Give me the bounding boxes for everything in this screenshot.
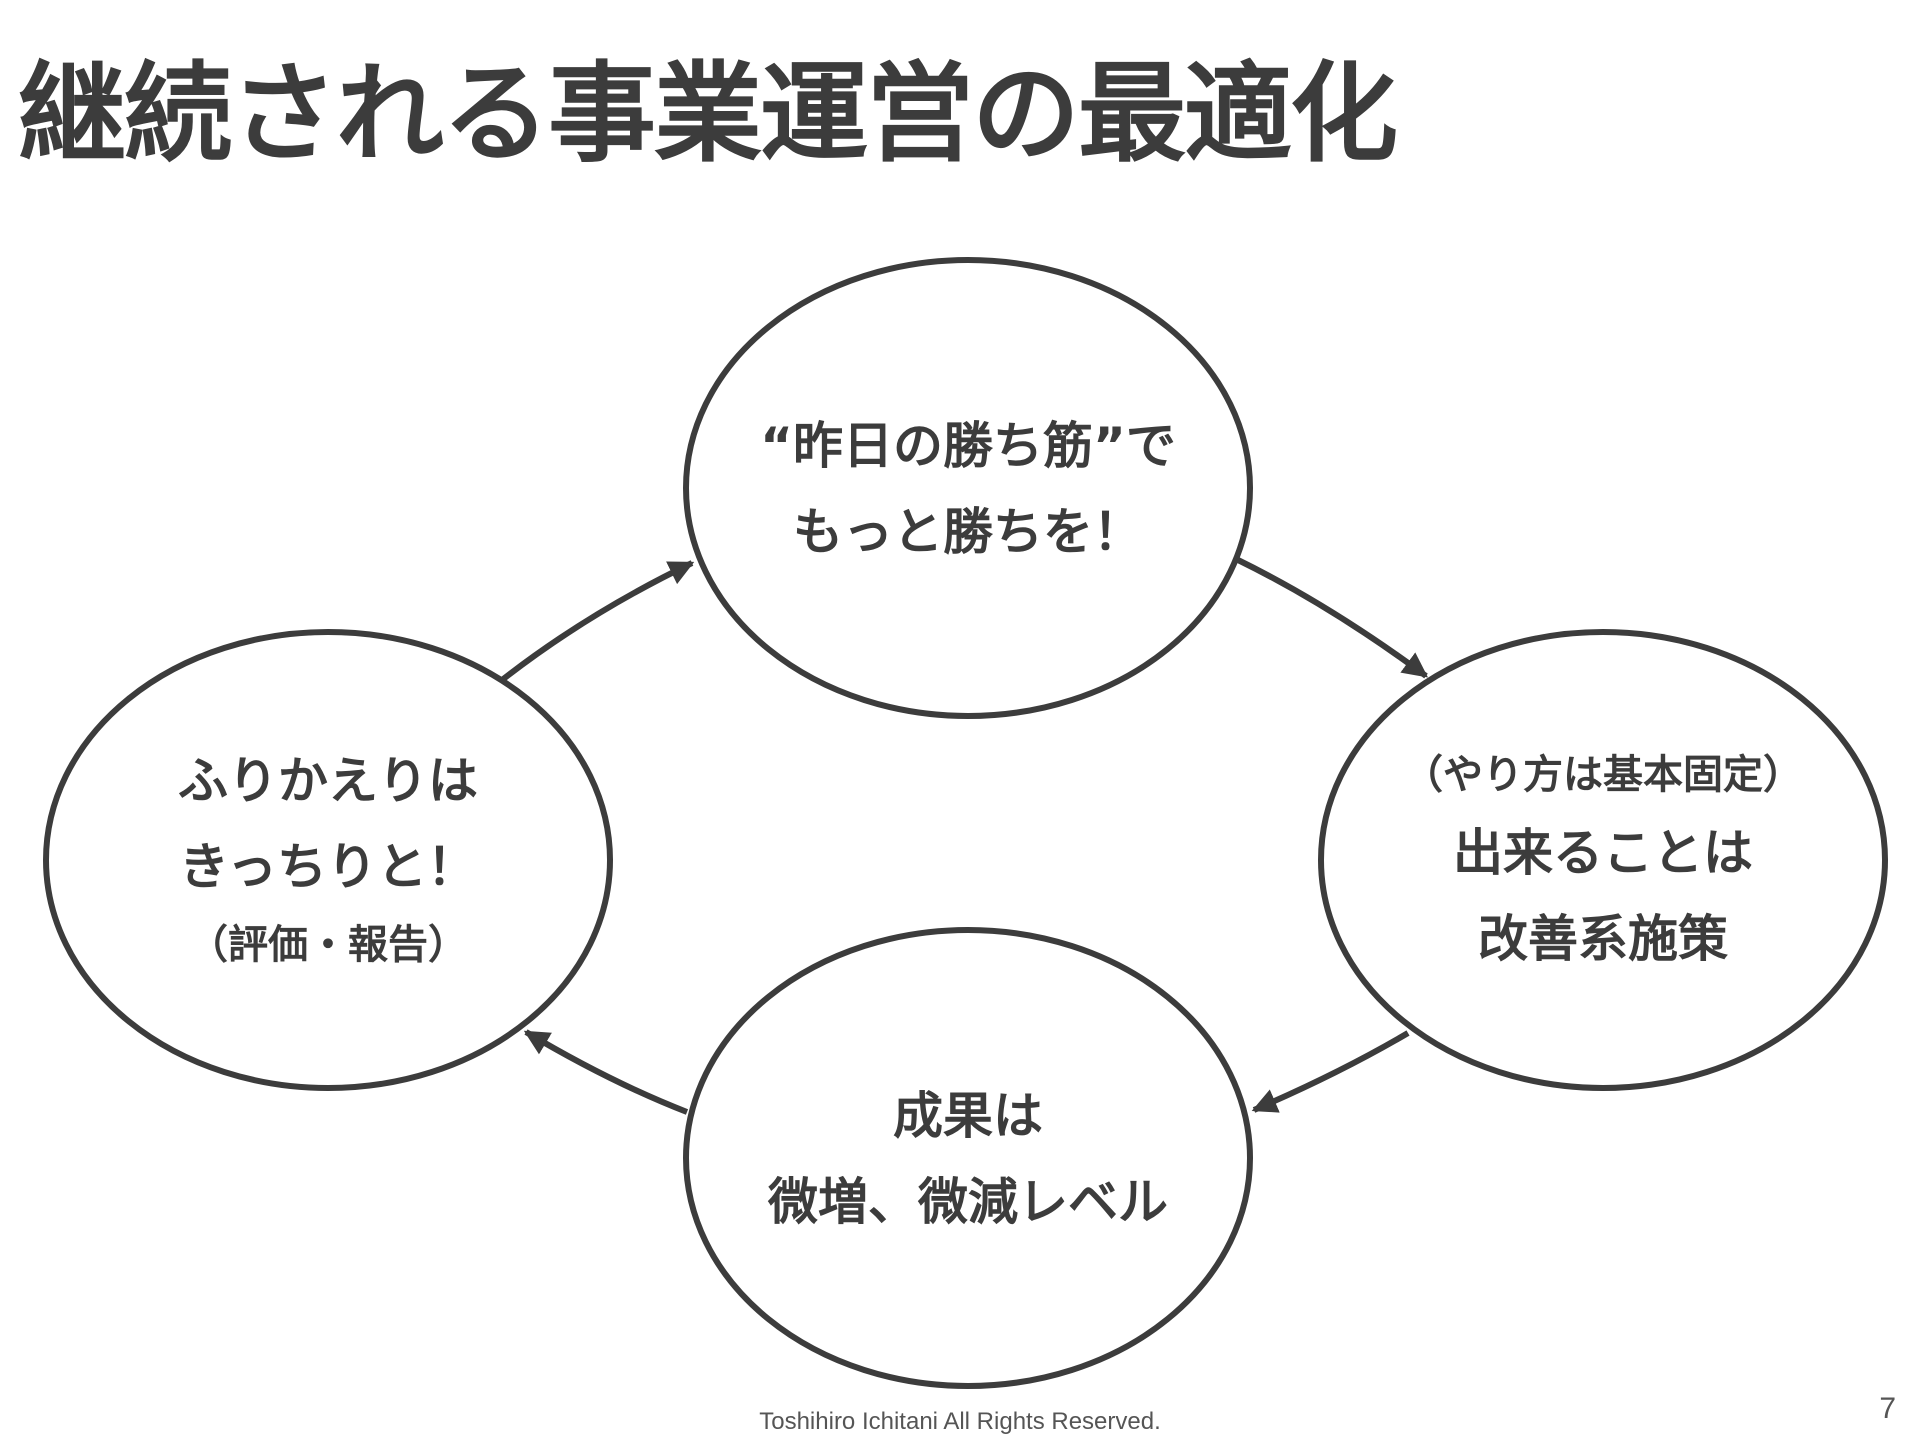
copyright-footer: Toshihiro Ichitani All Rights Reserved. [759,1408,1161,1435]
page-number: 7 [1879,1392,1896,1425]
arrow-bottom-to-left [523,1029,689,1115]
node-left-line-2: きっちりと！ [179,838,477,896]
node-bottom-line-1: 成果は [893,1087,1043,1145]
node-left-ellipse [43,629,613,1091]
slide-title: 継続される事業運営の最適化 [18,52,1398,177]
node-right-ellipse [1318,629,1888,1091]
node-left-line-1: ふりかえりは [178,752,478,810]
node-top-line-1: “昨日の勝ち筋”で [760,417,1176,475]
node-top-line-2: もっと勝ちを！ [793,503,1143,561]
node-top-ellipse [683,257,1253,719]
node-top-text: “昨日の勝ち筋”で もっと勝ちを！ [718,403,1218,575]
node-bottom-line-2: 微増、微減レベル [768,1173,1168,1231]
node-right-line-2: 改善系施策 [1478,910,1728,968]
node-bottom-ellipse [683,927,1253,1389]
node-left-note: （評価・報告） [188,922,468,968]
arrow-right-to-bottom [1251,1030,1410,1113]
node-right-note: （やり方は基本固定） [1403,752,1803,798]
arrow-top-to-right [1236,557,1429,679]
node-right-line-1: 出来ることは [1453,824,1753,882]
node-bottom-text: 成果は 微増、微減レベル [718,1073,1218,1245]
arrow-left-to-top [500,560,695,683]
node-right-text: （やり方は基本固定） 出来ることは 改善系施策 [1353,740,1853,982]
node-left-text: ふりかえりは きっちりと！ （評価・報告） [78,738,578,980]
